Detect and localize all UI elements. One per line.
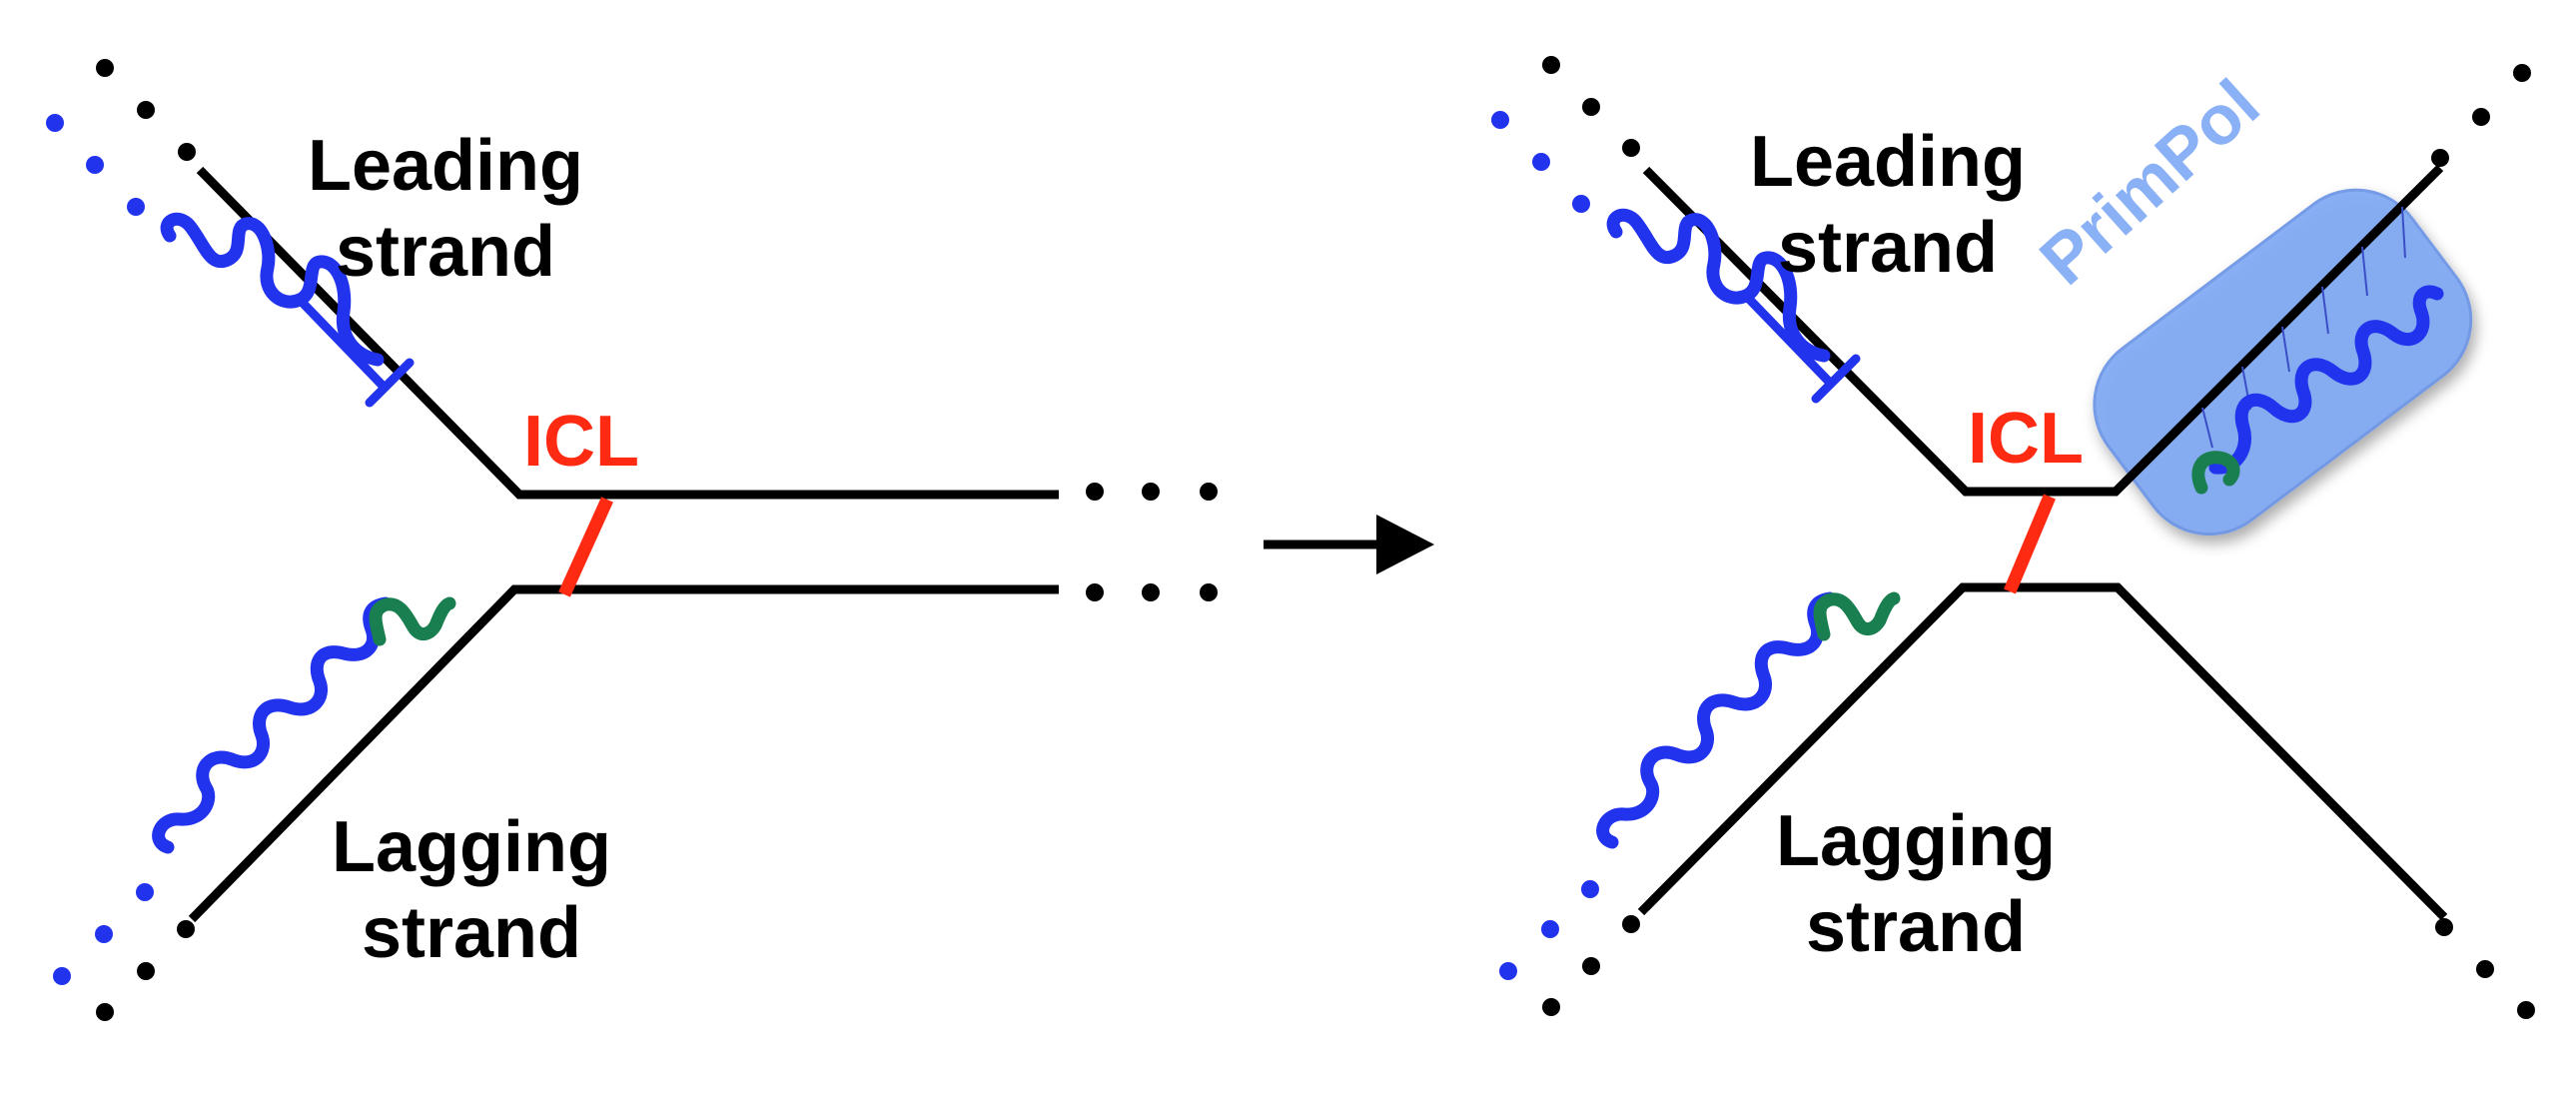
right-top-parental-strand	[1642, 164, 2444, 497]
right-leading-nascent-wave	[1606, 208, 1831, 363]
left-lagging-nascent-wave	[152, 596, 393, 854]
right-leading-block-bar	[1811, 354, 1861, 404]
left-leading-nascent-tail	[296, 296, 390, 393]
right-icl-crosslink	[2004, 494, 2056, 594]
left-icl-label: ICL	[523, 402, 639, 482]
left-leading-label-line2: strand	[336, 212, 555, 292]
left-leading-label-line1: Leading	[308, 126, 583, 206]
primpol-rna-primer	[2191, 451, 2240, 495]
left-lagging-rna-primer	[369, 596, 456, 646]
left-strand-dots	[96, 59, 1218, 1021]
right-nascent-dots	[1491, 111, 1599, 980]
left-bottom-parental-strand	[188, 584, 1059, 923]
left-fork-panel: Leading strand ICL Lagging strand	[46, 59, 1218, 1021]
primpol-base-pairs	[2201, 206, 2406, 449]
right-leading-nascent-tail	[1742, 292, 1836, 389]
right-strand-dots	[1542, 56, 2535, 1019]
left-leading-nascent-wave	[160, 212, 385, 367]
right-bottom-parental-strand	[1637, 582, 2448, 921]
left-leading-block-bar	[365, 358, 415, 408]
right-fork-panel: Leading strand ICL Lagging strand PrimPo…	[1491, 56, 2535, 1019]
left-parental-strands	[188, 166, 1059, 923]
right-parental-strands	[1637, 164, 2448, 921]
right-lagging-rna-primer	[1813, 591, 1901, 641]
right-lagging-nascent-wave	[1596, 591, 1837, 849]
right-leading-label-line1: Leading	[1750, 122, 2026, 202]
right-lagging-label-line2: strand	[1806, 887, 2026, 967]
primpol-nascent-wave	[2208, 285, 2444, 475]
right-icl-label: ICL	[1968, 399, 2084, 479]
left-lagging-label-line2: strand	[362, 893, 581, 973]
right-leading-label-line2: strand	[1778, 208, 1998, 288]
left-lagging-label-line1: Lagging	[332, 807, 611, 887]
right-lagging-label-line1: Lagging	[1776, 801, 2056, 881]
left-icl-crosslink	[558, 497, 613, 597]
right-arrow-icon	[1264, 515, 1434, 574]
left-nascent-dots	[46, 114, 154, 985]
